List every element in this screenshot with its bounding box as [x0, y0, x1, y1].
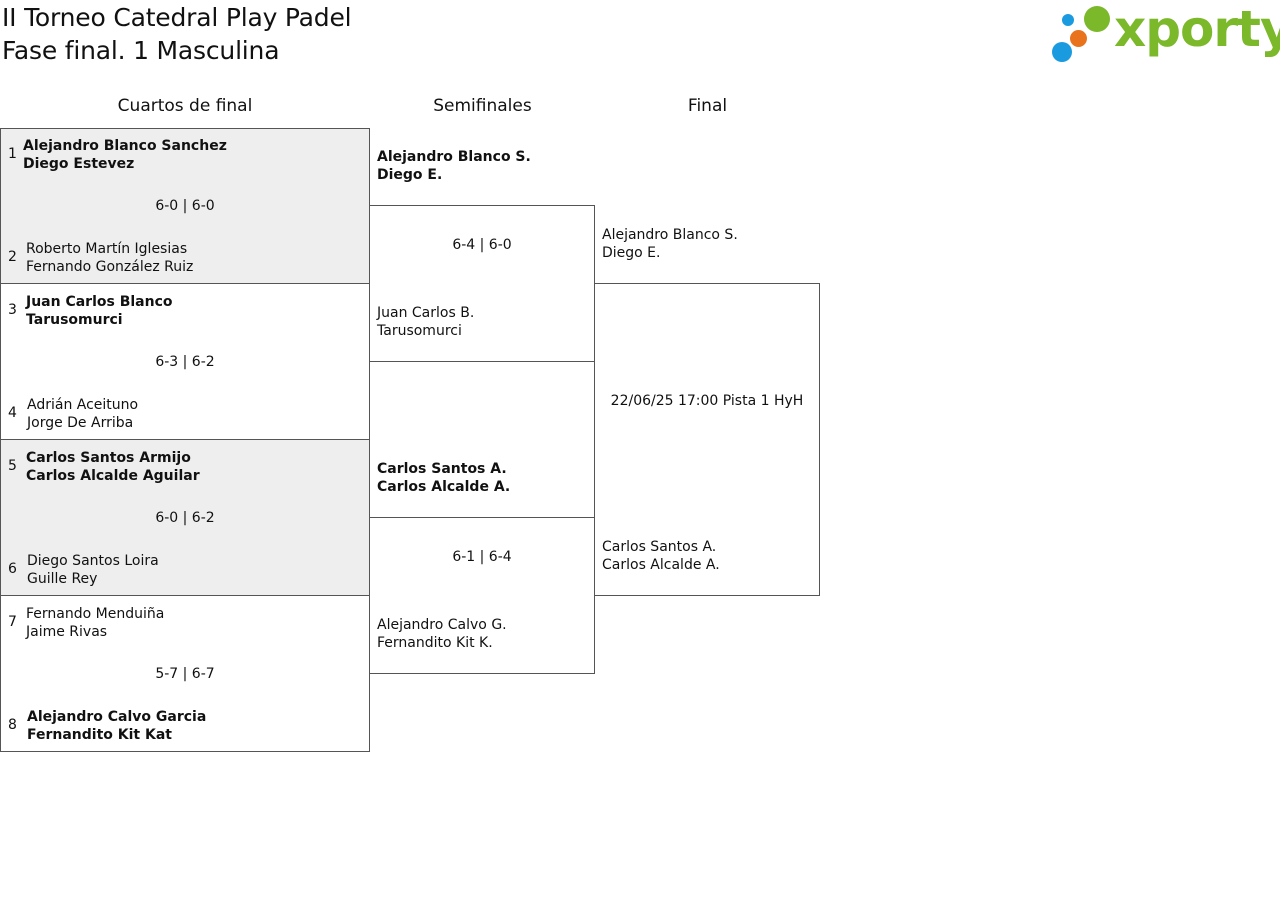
quarterfinal-match-2: 3 Juan Carlos Blanco Tarusomurci 6-3 | 6… [0, 283, 370, 440]
match-score: 6-0 | 6-2 [155, 510, 215, 526]
player-name: Carlos Alcalde A. [602, 557, 720, 573]
logo-text: xporty [1114, 0, 1280, 58]
player-name: Juan Carlos B. [377, 305, 475, 321]
player-name: Alejandro Blanco S. [377, 149, 531, 165]
player-name: Roberto Martín Iglesias [26, 241, 188, 257]
player-name: Fernandito Kit Kat [27, 727, 172, 743]
player-name: Tarusomurci [377, 323, 462, 339]
team-winner: Alejandro Blanco Sanchez Diego Estevez [23, 137, 227, 173]
player-name: Adrián Aceituno [27, 397, 139, 413]
player-name: Carlos Santos Armijo [26, 450, 191, 466]
match-score: 6-1 | 6-4 [452, 549, 512, 565]
match-score: 6-3 | 6-2 [155, 354, 215, 370]
semifinal-1-team-winner: Alejandro Blanco S. Diego E. [377, 148, 531, 184]
player-name: Diego E. [602, 245, 661, 261]
logo-dot-blue-small-icon [1062, 14, 1074, 26]
logo-dot-green-icon [1084, 6, 1110, 32]
team: Adrián Aceituno Jorge De Arriba [27, 396, 138, 432]
team-winner: Juan Carlos Blanco Tarusomurci [26, 293, 173, 329]
xporty-logo: xporty [1052, 0, 1280, 68]
player-name: Alejandro Calvo G. [377, 617, 507, 633]
logo-dot-blue-large-icon [1052, 42, 1072, 62]
player-name: Carlos Santos A. [377, 461, 507, 477]
player-name: Fernando Menduiña [26, 606, 165, 622]
player-name: Diego Estevez [23, 156, 135, 172]
final-team-a: Alejandro Blanco S. Diego E. [602, 226, 738, 262]
final-team-b: Carlos Santos A. Carlos Alcalde A. [602, 538, 720, 574]
player-name: Jorge De Arriba [27, 415, 134, 431]
semifinal-2-team-winner: Carlos Santos A. Carlos Alcalde A. [377, 460, 510, 496]
team: Roberto Martín Iglesias Fernando Gonzále… [26, 240, 193, 276]
player-name: Fernando González Ruiz [26, 259, 194, 275]
quarterfinal-match-1: 1 Alejandro Blanco Sanchez Diego Estevez… [0, 128, 370, 284]
seed-number: 7 [8, 614, 17, 630]
match-score: 5-7 | 6-7 [155, 666, 215, 682]
player-name: Jaime Rivas [26, 624, 108, 640]
seed-number: 8 [8, 717, 17, 733]
logo-dot-orange-icon [1070, 30, 1087, 47]
player-name: Carlos Alcalde A. [377, 479, 511, 495]
player-name: Diego E. [377, 167, 443, 183]
team: Juan Carlos B. Tarusomurci [377, 304, 474, 340]
header-final: Final [687, 96, 728, 116]
player-name: Diego Santos Loira [27, 553, 159, 569]
seed-number: 5 [8, 458, 17, 474]
seed-number: 4 [8, 405, 17, 421]
team-winner: Alejandro Calvo Garcia Fernandito Kit Ka… [27, 708, 206, 744]
tournament-title: II Torneo Catedral Play Padel [2, 3, 352, 32]
semifinal-match-1: 6-4 | 6-0 Juan Carlos B. Tarusomurci [369, 205, 595, 362]
match-score: 6-0 | 6-0 [155, 198, 215, 214]
phase-title: Fase final. 1 Masculina [2, 36, 280, 65]
match-score: 6-4 | 6-0 [452, 237, 512, 253]
player-name: Tarusomurci [26, 312, 123, 328]
team-winner: Carlos Santos Armijo Carlos Alcalde Agui… [26, 449, 200, 485]
player-name: Fernandito Kit K. [377, 635, 493, 651]
seed-number: 2 [8, 249, 17, 265]
team: Diego Santos Loira Guille Rey [27, 552, 159, 588]
player-name: Alejandro Calvo Garcia [27, 709, 207, 725]
match-schedule: 22/06/25 17:00 Pista 1 HyH [610, 393, 804, 409]
team: Fernando Menduiña Jaime Rivas [26, 605, 164, 641]
player-name: Guille Rey [27, 571, 98, 587]
final-match: 22/06/25 17:00 Pista 1 HyH Carlos Santos… [594, 283, 820, 596]
seed-number: 1 [8, 146, 17, 162]
player-name: Alejandro Blanco Sanchez [23, 138, 227, 154]
team: Alejandro Calvo G. Fernandito Kit K. [377, 616, 507, 652]
quarterfinal-match-3: 5 Carlos Santos Armijo Carlos Alcalde Ag… [0, 439, 370, 596]
quarterfinal-match-4: 7 Fernando Menduiña Jaime Rivas 5-7 | 6-… [0, 595, 370, 752]
seed-number: 6 [8, 561, 17, 577]
header-quarterfinals: Cuartos de final [117, 96, 253, 116]
semifinal-match-2: 6-1 | 6-4 Alejandro Calvo G. Fernandito … [369, 517, 595, 674]
player-name: Alejandro Blanco S. [602, 227, 738, 243]
player-name: Carlos Santos A. [602, 539, 717, 555]
player-name: Juan Carlos Blanco [26, 294, 173, 310]
player-name: Carlos Alcalde Aguilar [26, 468, 200, 484]
header-semifinals: Semifinales [433, 96, 532, 116]
seed-number: 3 [8, 302, 17, 318]
